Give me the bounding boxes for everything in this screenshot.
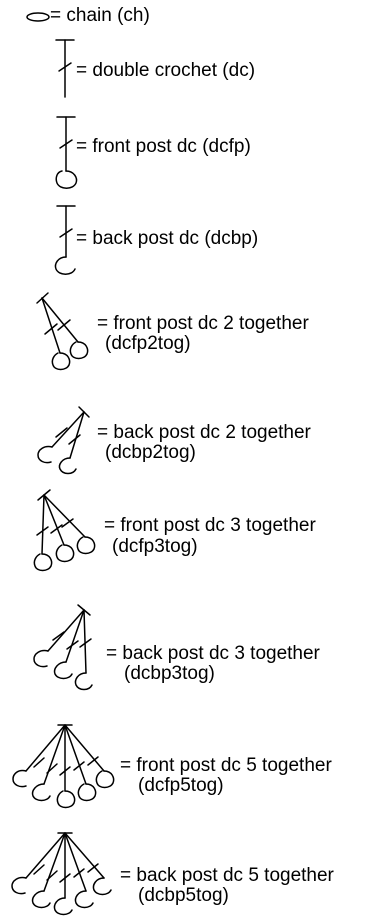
legend-entry-dcbp2tog: = back post dc 2 together (dcbp2tog) [0, 387, 389, 487]
dcfp2tog-symbol-icon [36, 292, 89, 371]
legend-entry-dcfp5tog: = front post dc 5 together (dcfp5tog) [0, 707, 389, 812]
legend-label-dcbp2tog: = back post dc 2 together [97, 422, 311, 443]
legend-abbrev-dcfp3tog: (dcfp3tog) [112, 536, 198, 557]
legend-entry-double-crochet: = double crochet (dc) [0, 35, 389, 115]
legend-entry-chain: = chain (ch) [0, 0, 389, 35]
legend-entry-dcbp3tog: = back post dc 3 together (dcbp3tog) [0, 597, 389, 707]
legend-entry-back-post-dc: = back post dc (dcbp) [0, 197, 389, 282]
dcbp5tog-symbol-icon [11, 832, 112, 916]
chain-symbol-icon [26, 12, 50, 22]
dcbp3tog-symbol-icon [33, 604, 93, 691]
legend-label-dcfp2tog: = front post dc 2 together [97, 313, 309, 334]
legend-entry-dcfp3tog: = front post dc 3 together (dcfp3tog) [0, 487, 389, 597]
legend-label-dcbp5tog: = back post dc 5 together [120, 865, 334, 886]
legend-entry-front-post-dc: = front post dc (dcfp) [0, 115, 389, 197]
dcfp5tog-symbol-icon [12, 724, 115, 809]
legend-abbrev-dcbp3tog: (dcbp3tog) [124, 663, 215, 684]
legend-label-dcfp5tog: = front post dc 5 together [120, 755, 332, 776]
back-post-dc-symbol-icon [54, 205, 76, 275]
dcbp2tog-symbol-icon [37, 406, 90, 475]
legend-label-back-post-dc: = back post dc (dcbp) [76, 228, 259, 249]
legend-abbrev-dcfp5tog: (dcfp5tog) [138, 775, 224, 796]
legend-label-double-crochet: = double crochet (dc) [76, 60, 256, 81]
legend-label-chain: = chain (ch) [50, 5, 150, 26]
legend-label-front-post-dc: = front post dc (dcfp) [76, 136, 251, 157]
legend-label-dcbp3tog: = back post dc 3 together [106, 643, 320, 664]
legend-abbrev-dcbp2tog: (dcbp2tog) [105, 442, 196, 463]
double-crochet-symbol-icon [55, 39, 75, 98]
legend-label-dcfp3tog: = front post dc 3 together [104, 515, 316, 536]
front-post-dc-symbol-icon [55, 116, 78, 189]
legend-entry-dcfp2tog: = front post dc 2 together (dcfp2tog) [0, 282, 389, 387]
dcfp3tog-symbol-icon [33, 489, 96, 572]
legend-entry-dcbp5tog: = back post dc 5 together (dcbp5tog) [0, 812, 389, 919]
legend-abbrev-dcfp2tog: (dcfp2tog) [105, 333, 191, 354]
legend-abbrev-dcbp5tog: (dcbp5tog) [138, 885, 229, 906]
